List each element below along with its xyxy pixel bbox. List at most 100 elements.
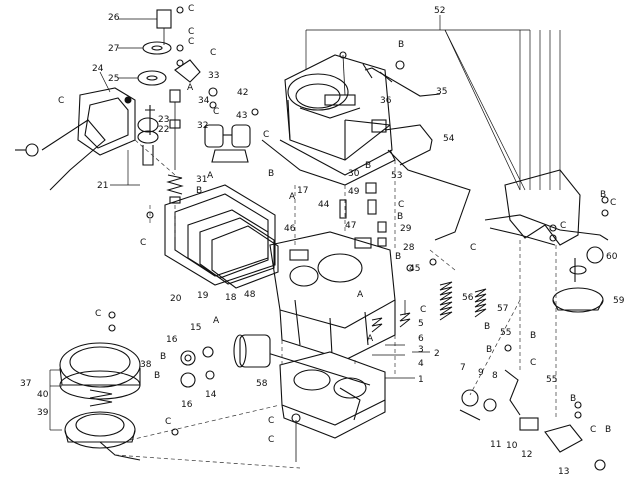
callout-C7: C — [263, 130, 269, 140]
callout-13: 13 — [558, 467, 569, 477]
callout-16b: 16 — [181, 400, 193, 410]
callout-32: 32 — [197, 121, 208, 131]
callout-B2: B — [196, 186, 202, 196]
callout-35: 35 — [436, 87, 447, 97]
callout-3: 3 — [418, 345, 424, 355]
callout-49: 49 — [348, 187, 360, 197]
callout-39: 39 — [37, 408, 49, 418]
callout-5: 5 — [418, 319, 424, 329]
callout-B1: B — [398, 40, 404, 50]
callout-12: 12 — [521, 450, 532, 460]
main-body — [269, 231, 396, 361]
callout-8: 8 — [492, 371, 498, 381]
callout-C4: C — [210, 48, 216, 58]
callout-28: 28 — [403, 243, 415, 253]
callout-21: 21 — [97, 181, 108, 191]
callout-38: 38 — [140, 360, 152, 370]
air-horn-cover — [261, 51, 396, 186]
callout-36: 36 — [380, 96, 392, 106]
callout-19: 19 — [197, 291, 209, 301]
callout-43: 43 — [236, 111, 247, 121]
spring-56 — [439, 281, 453, 321]
callout-37: 37 — [20, 379, 31, 389]
float — [204, 124, 251, 163]
callout-58: 58 — [256, 379, 268, 389]
callout-47: 47 — [345, 221, 356, 231]
callout-60: 60 — [606, 252, 618, 262]
callout-10: 10 — [506, 441, 518, 451]
callout-B3: B — [268, 169, 274, 179]
callout-23: 23 — [158, 115, 169, 125]
callout-59: 59 — [613, 296, 625, 306]
callout-C15: C — [530, 358, 536, 368]
choke-diaphragm — [59, 342, 141, 461]
callout-6: 6 — [418, 334, 424, 344]
callout-25: 25 — [108, 74, 119, 84]
callout-20: 20 — [170, 294, 182, 304]
callout-34: 34 — [198, 96, 210, 106]
callout-C18: C — [560, 221, 566, 231]
callout-55a: 55 — [500, 328, 511, 338]
callout-22: 22 — [158, 125, 169, 135]
callout-labels: 26 27 25 24 33 34 32 23 22 21 31 42 43 3… — [20, 4, 625, 477]
callout-B8: B — [486, 345, 492, 355]
bracket — [484, 169, 609, 264]
callout-A6: A — [367, 334, 374, 344]
link-rod — [364, 67, 441, 97]
callout-33: 33 — [208, 71, 219, 81]
callout-17: 17 — [297, 186, 308, 196]
spring-57 — [474, 288, 487, 318]
callout-B12: B — [160, 352, 166, 362]
stack-parts — [137, 9, 201, 86]
callout-24: 24 — [92, 64, 104, 74]
callout-11: 11 — [490, 440, 501, 450]
callout-B4: B — [365, 161, 371, 171]
callout-26: 26 — [108, 13, 120, 23]
callout-B14: B — [530, 331, 536, 341]
screws-center — [371, 300, 411, 333]
dashpot — [552, 258, 604, 313]
callout-C12: C — [165, 417, 171, 427]
small-fasteners — [108, 6, 609, 462]
callout-45: 45 — [409, 264, 420, 274]
callout-B13: B — [154, 371, 160, 381]
callout-18: 18 — [225, 293, 237, 303]
small-parts-left — [180, 334, 271, 388]
callout-1: 1 — [418, 375, 424, 385]
callout-44: 44 — [318, 200, 330, 210]
callout-C14: C — [268, 435, 274, 445]
callout-15: 15 — [190, 323, 201, 333]
callout-B11: B — [600, 190, 606, 200]
callout-C2: C — [188, 27, 194, 37]
callout-A5: A — [357, 290, 364, 300]
callout-16a: 16 — [166, 335, 178, 345]
callout-C11: C — [95, 309, 101, 319]
shaft-parts — [166, 89, 184, 204]
callout-53: 53 — [391, 171, 402, 181]
callout-48: 48 — [244, 290, 256, 300]
callout-C16: C — [590, 425, 596, 435]
callout-30: 30 — [348, 169, 360, 179]
callout-B5: B — [397, 212, 403, 222]
leader-lines — [49, 15, 561, 431]
callout-C9: C — [398, 200, 404, 210]
callout-B6: B — [395, 252, 401, 262]
callout-A3: A — [289, 192, 296, 202]
callout-B10: B — [605, 425, 611, 435]
linkage-right — [459, 369, 606, 471]
callout-55b: 55 — [546, 375, 557, 385]
callout-C1: C — [188, 4, 194, 14]
callout-57: 57 — [497, 304, 508, 314]
callout-A4: A — [213, 316, 220, 326]
callout-7: 7 — [460, 363, 466, 373]
assembly-lines — [114, 139, 557, 469]
callout-C3: C — [188, 37, 194, 47]
callout-27: 27 — [108, 44, 119, 54]
callout-2: 2 — [434, 349, 440, 359]
callout-42: 42 — [237, 88, 248, 98]
callout-9: 9 — [478, 368, 484, 378]
callout-C19: C — [470, 243, 476, 253]
callout-C13: C — [268, 416, 274, 426]
callout-14: 14 — [205, 390, 217, 400]
